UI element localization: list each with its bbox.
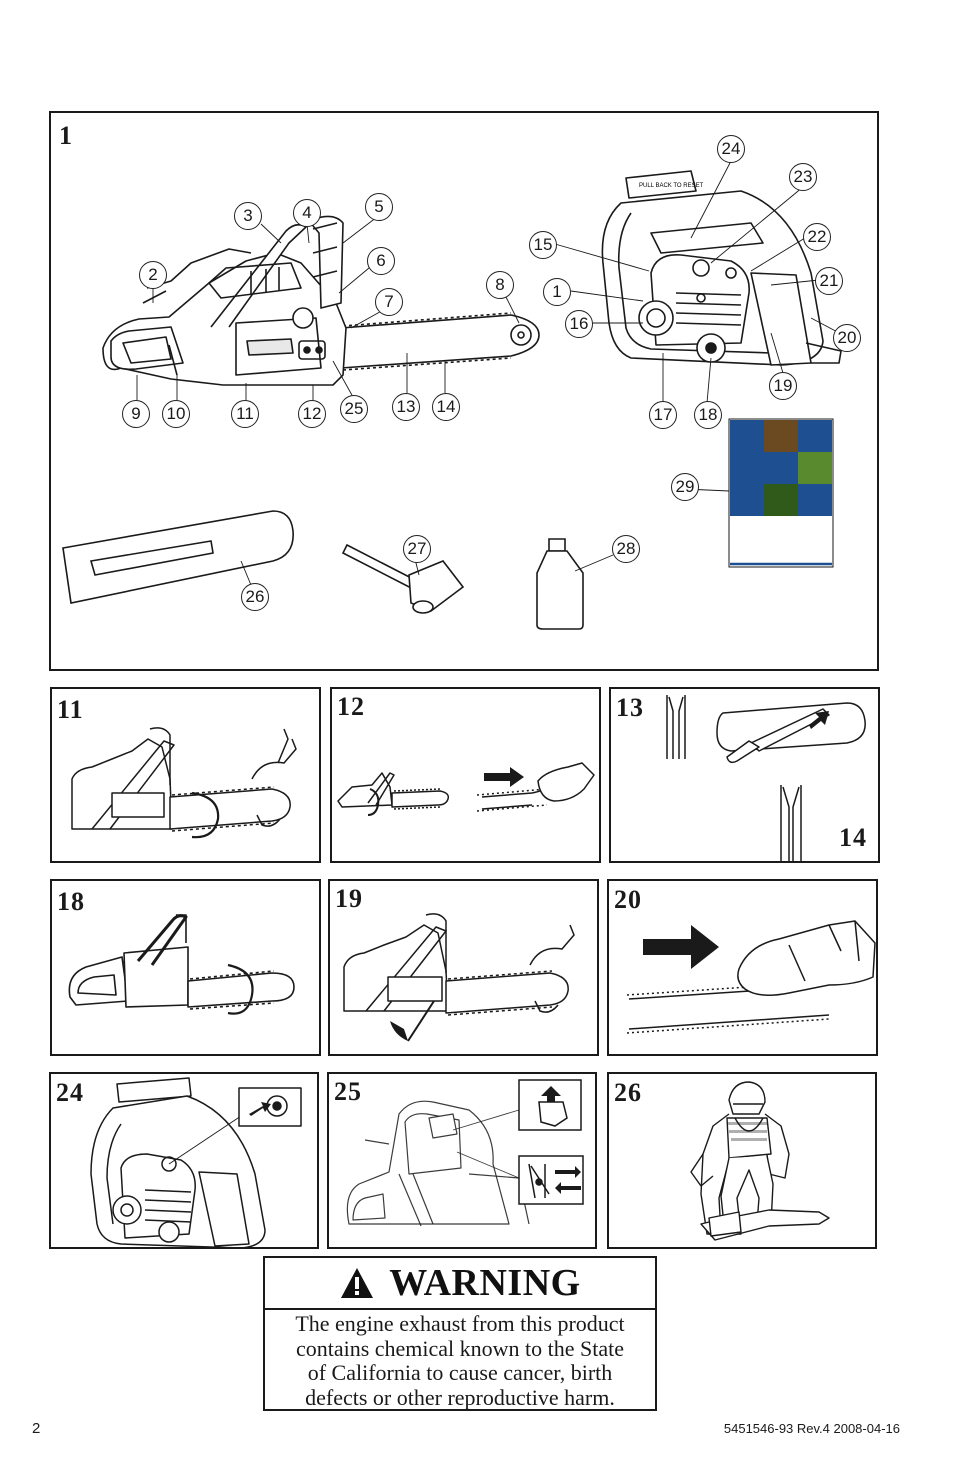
figure-20-panel: 20 (607, 879, 878, 1056)
callout-11: 11 (231, 400, 259, 428)
callout-15: 15 (529, 231, 557, 259)
callout-26: 26 (241, 583, 269, 611)
warning-triangle-icon (341, 1268, 374, 1298)
figure-11-panel: 11 (50, 687, 321, 863)
chain-catcher-illustration (51, 1074, 319, 1247)
callout-3: 3 (234, 202, 262, 230)
warning-line: The engine exhaust from this product (295, 1311, 625, 1336)
callout-6: 6 (367, 247, 395, 275)
figure-number: 14 (839, 823, 867, 852)
rear-cover-text: PULL BACK TO RESET (639, 183, 704, 189)
callout-27: 27 (403, 535, 431, 563)
figure-number: 26 (614, 1078, 642, 1107)
callout-20: 20 (833, 324, 861, 352)
figure-number: 19 (335, 884, 363, 913)
chain-pull-check-illustration (332, 689, 601, 863)
page-number: 2 (32, 1420, 41, 1437)
callout-25: 25 (340, 395, 368, 423)
figure-24-panel: 24 (49, 1072, 319, 1249)
callout-2: 2 (139, 261, 167, 289)
figure-13-14-panel: 13 14 (609, 687, 880, 863)
callout-21: 21 (815, 267, 843, 295)
chain-tension-check-illustration (52, 689, 321, 863)
figure-number: 12 (337, 692, 365, 721)
figure-1-panel: 1 (49, 111, 879, 671)
warning-box: WARNING The engine exhaust from this pro… (263, 1256, 657, 1411)
figure-19-panel: 19 (328, 879, 599, 1056)
figure-number: 18 (57, 887, 85, 916)
callout-18: 18 (694, 401, 722, 429)
figure-number: 25 (334, 1077, 362, 1106)
figure-number: 24 (56, 1078, 84, 1107)
warning-line: contains chemical known to the State (295, 1335, 625, 1361)
callout-9: 9 (122, 400, 150, 428)
document-id: 5451546-93 Rev.4 2008-04-16 (723, 1421, 900, 1436)
figure-25-panel: 25 (327, 1072, 597, 1249)
warning-line: defects or other reproductive harm. (305, 1384, 615, 1410)
figure-number: 1 (59, 121, 73, 150)
throttle-lockout-illustration (609, 881, 878, 1056)
callout-23: 23 (789, 163, 817, 191)
callout-24: 24 (717, 135, 745, 163)
callout-5: 5 (365, 193, 393, 221)
callout-7: 7 (375, 288, 403, 316)
chainsaw-side-illustration: PULL BACK TO RESET (51, 113, 879, 671)
stop-switch-illustration (329, 1074, 597, 1249)
chain-brake-release-illustration (330, 881, 599, 1056)
callout-14: 14 (432, 393, 460, 421)
callout-28: 28 (612, 535, 640, 563)
bar-groove-illustration (611, 689, 880, 863)
callout-17: 17 (649, 401, 677, 429)
callout-1: 1 (543, 278, 571, 306)
chain-brake-illustration (52, 881, 321, 1056)
figure-18-panel: 18 (50, 879, 321, 1056)
warning-title: WARNING (389, 1262, 581, 1304)
callout-10: 10 (162, 400, 190, 428)
callout-12: 12 (298, 400, 326, 428)
callout-8: 8 (486, 271, 514, 299)
figure-number: 11 (57, 695, 84, 724)
figure-12-panel: 12 (330, 687, 601, 863)
callout-19: 19 (769, 372, 797, 400)
callout-13: 13 (392, 393, 420, 421)
callout-22: 22 (803, 223, 831, 251)
warning-message: The engine exhaust from this product con… (265, 1310, 655, 1410)
warning-header: WARNING (265, 1258, 655, 1310)
callout-4: 4 (293, 199, 321, 227)
figure-26-panel: 26 (607, 1072, 877, 1249)
figure-number: 20 (614, 885, 642, 914)
warning-line: of California to cause cancer, birth (307, 1360, 613, 1385)
callout-29: 29 (671, 473, 699, 501)
callout-16: 16 (565, 310, 593, 338)
figure-number: 13 (616, 693, 644, 722)
operator-starting-illustration (609, 1074, 877, 1249)
